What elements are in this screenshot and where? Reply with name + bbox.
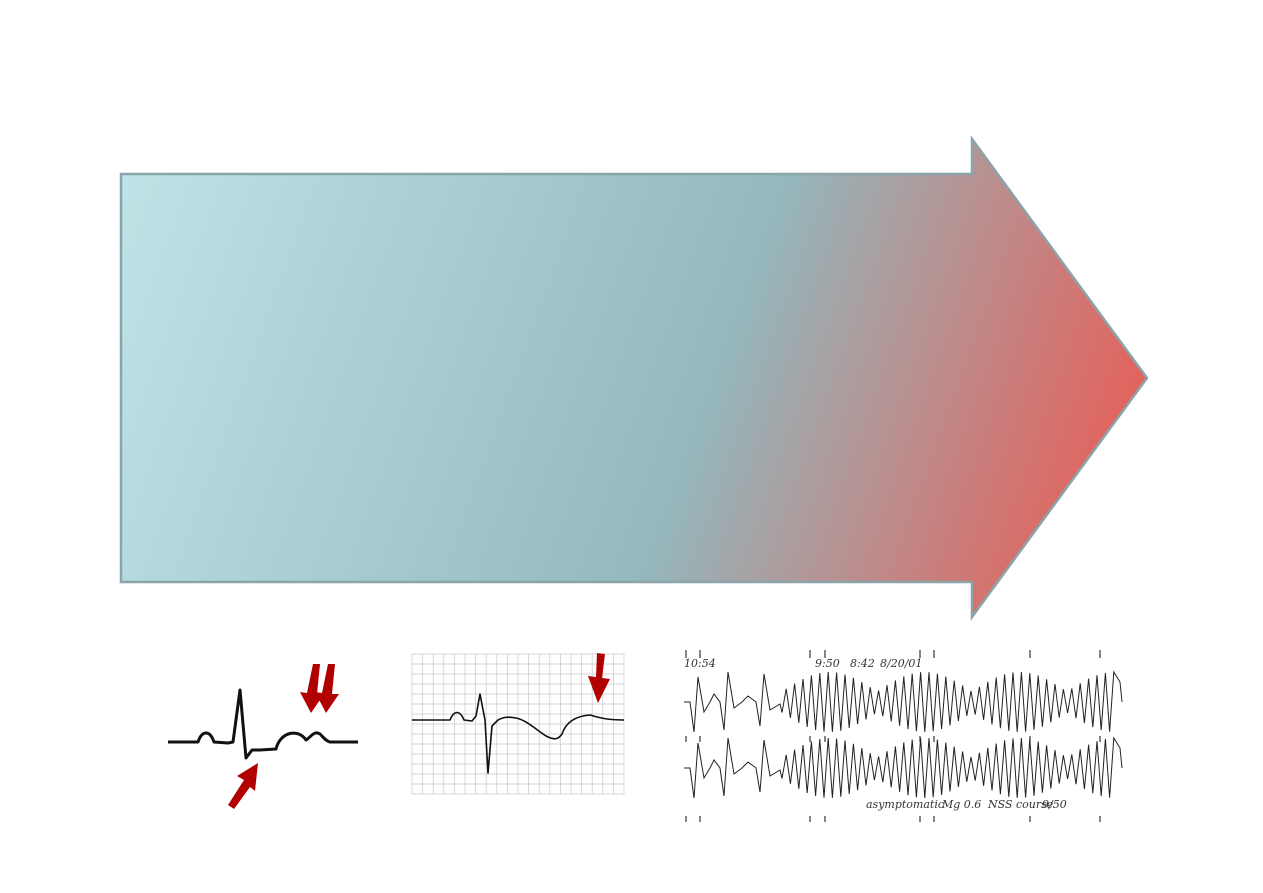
strip-annotation: NSS course xyxy=(987,798,1054,811)
red-arrow-icon xyxy=(588,653,610,703)
red-arrow-icon xyxy=(228,763,258,809)
ecg-two-lead-rhythm-strip: 10:54 9:50 8:42 8/20/01 asymptomatic Mg … xyxy=(680,640,1130,825)
ecg-normal-complex xyxy=(160,650,380,820)
strip-annotation: 10:54 xyxy=(684,657,716,670)
strip-annotation: Mg 0.6 xyxy=(941,798,981,811)
ecg-trace-1 xyxy=(168,688,358,760)
strip-annotation: 9:50 xyxy=(815,657,840,670)
ecg-grid xyxy=(411,653,625,795)
strip-annotation: 9/50 xyxy=(1042,798,1067,811)
strip-annotation: 8:42 xyxy=(850,657,875,670)
ecg-gridded-strip xyxy=(410,648,630,798)
strip-annotation: 8/20/01 xyxy=(880,657,922,670)
strip-annotation: asymptomatic xyxy=(866,798,944,811)
ecg-trace-lead-1 xyxy=(684,670,1123,733)
progression-arrow xyxy=(119,135,1149,621)
ecg-trace-lead-2 xyxy=(684,736,1123,799)
right-arrow-icon xyxy=(119,135,1149,621)
ecg-trace-2 xyxy=(412,693,625,774)
red-arrow-icon xyxy=(315,664,339,713)
strip-tick-marks xyxy=(685,650,1101,822)
red-arrow-icon xyxy=(300,664,324,713)
